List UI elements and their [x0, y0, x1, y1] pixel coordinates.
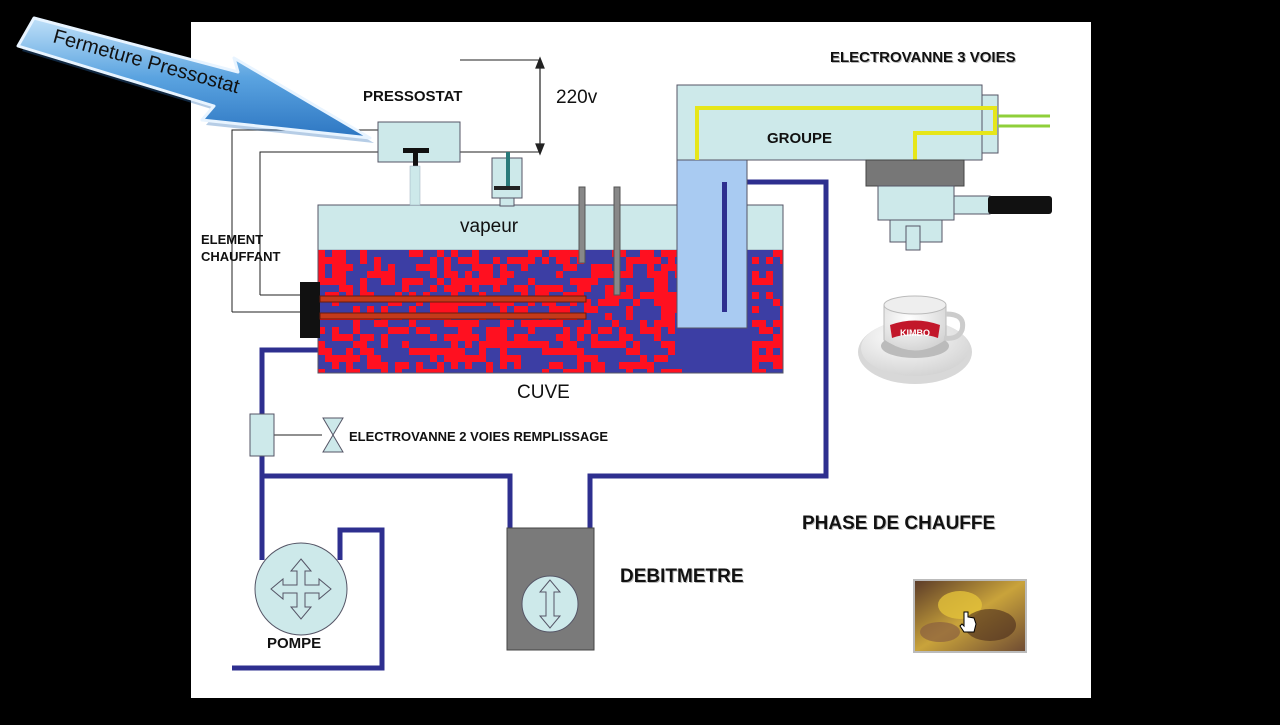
voltage-label: 220v	[556, 87, 598, 108]
heat-exchanger	[676, 159, 748, 329]
debitmetre-label-shadow: DEBITMETRE	[621, 567, 745, 588]
phase-label-shadow: PHASE DE CHAUFFE	[803, 514, 996, 535]
electrovanne-3-label: ELECTROVANNE 3 VOIES	[830, 49, 1016, 66]
voltage-arrow	[535, 56, 545, 156]
pressostat-label: PRESSOSTAT	[363, 88, 462, 105]
video-thumbnail-button[interactable]	[913, 579, 1027, 653]
level-probes	[578, 186, 621, 296]
vapeur-label: vapeur	[460, 216, 519, 237]
debitmetre	[506, 527, 595, 651]
electrovanne-3-label-shadow: ELECTROVANNE 3 VOIES	[831, 50, 1017, 67]
groupe-label: GROUPE	[767, 130, 832, 147]
safety-valve	[491, 152, 523, 207]
heating-element	[300, 282, 587, 338]
hand-cursor-icon	[959, 611, 977, 633]
cuve-label: CUVE	[517, 382, 570, 403]
cup-brand-label: KIMBO	[900, 328, 930, 338]
group-head	[676, 84, 1052, 251]
phase-label: PHASE DE CHAUFFE	[802, 513, 995, 534]
electrovanne-2-label: ELECTROVANNE 2 VOIES REMPLISSAGE	[349, 429, 608, 444]
element-label-line1: ELEMENT	[201, 232, 263, 247]
element-label-line2: CHAUFFANT	[201, 249, 280, 264]
pressostat	[377, 121, 461, 206]
pompe	[254, 542, 348, 636]
debitmetre-label: DEBITMETRE	[620, 566, 744, 587]
electrovanne-2-voies	[249, 413, 344, 457]
coffee-cup-icon: KIMBO	[858, 295, 972, 384]
pompe-label: POMPE	[267, 635, 321, 652]
